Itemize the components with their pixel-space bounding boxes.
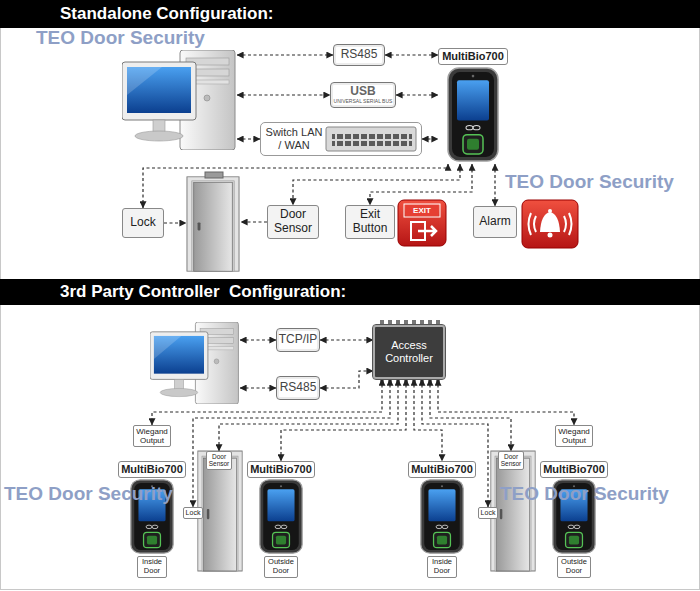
node-text: Inside Door <box>429 558 455 575</box>
node-text: Wiegand Output <box>135 427 169 445</box>
node-text: TCP/IP <box>279 333 318 347</box>
node-text: Door Sensor <box>270 208 316 236</box>
door-sensor-part <box>205 172 223 178</box>
node-text: MultiBio700 <box>540 461 608 478</box>
exit-sign-text: EXIT <box>406 205 438 216</box>
wiegand-output-box: Wiegand Output <box>555 425 593 447</box>
wiegand-output-box: Wiegand Output <box>133 425 171 447</box>
node-text: Outside Door <box>559 558 589 575</box>
location-tag: Inside Door <box>137 556 167 578</box>
node-text: MultiBio700 <box>408 461 476 478</box>
wiring-connector <box>430 379 511 451</box>
watermark: TEO Door Security <box>4 484 173 505</box>
node-text: UNIVERSAL SERIAL BUS <box>334 99 393 105</box>
biometric-terminal: MultiBio700 <box>247 461 315 555</box>
location-tag: Outside Door <box>264 556 298 578</box>
computer-wires <box>240 340 276 388</box>
node-text: Switch LAN / WAN <box>264 126 324 151</box>
node-text: Door Sensor <box>208 453 230 468</box>
section-band: Standalone Configuration: <box>0 0 700 28</box>
node-text: RS485 <box>341 48 378 62</box>
wiring-connector <box>370 164 472 205</box>
node-text: Access Controller <box>377 339 441 364</box>
interface-box: RS485 <box>276 376 320 400</box>
io-box: Lock <box>122 208 164 238</box>
usb-interface-box: USBUNIVERSAL SERIAL BUS <box>330 82 396 108</box>
door-sensor-box: Door Sensor <box>206 451 232 470</box>
interface-box: RS485 <box>333 44 385 66</box>
computer <box>122 50 235 150</box>
watermark: TEO Door Security <box>505 172 674 193</box>
alarm-icon <box>522 200 578 248</box>
biometric-terminal: MultiBio700 <box>438 48 508 164</box>
node-text: Exit Button <box>348 208 392 236</box>
node-text: Alarm <box>479 215 510 229</box>
wiring-connector <box>293 164 460 205</box>
watermark: TEO Door Security <box>36 28 205 49</box>
node-text: Lock <box>186 509 201 517</box>
wiring-connector <box>320 371 373 388</box>
location-tag: Inside Door <box>427 556 457 578</box>
lock-box: Lock <box>478 507 498 519</box>
biometric-device <box>448 68 498 161</box>
node-text: USB <box>350 85 375 99</box>
biometric-device <box>260 480 302 553</box>
door <box>187 177 239 271</box>
wiring-connector <box>422 138 438 139</box>
node-text: 3rd Party Controller Configuration: <box>60 282 346 302</box>
biometric-terminal: MultiBio700 <box>118 461 186 555</box>
door <box>198 451 242 571</box>
node-text: MultiBio700 <box>438 48 508 65</box>
wiring-connector <box>494 164 495 206</box>
io-box: Exit Button <box>345 205 395 239</box>
interface-box: TCP/IP <box>276 328 320 352</box>
node-text: Wiegand Output <box>557 427 591 445</box>
exit-button-icon <box>398 200 446 246</box>
door-sensor-box: Door Sensor <box>498 451 524 470</box>
node-text: Lock <box>130 216 155 230</box>
node-text: MultiBio700 <box>247 461 315 478</box>
lock-box: Lock <box>183 507 203 519</box>
wiring-connector <box>438 379 574 425</box>
io-box: Alarm <box>473 206 517 238</box>
biometric-terminal: MultiBio700 <box>540 461 608 555</box>
watermark: TEO Door Security <box>500 484 669 505</box>
biometric-terminal: MultiBio700 <box>408 461 476 555</box>
node-text: Inside Door <box>139 558 165 575</box>
node-text: Outside Door <box>266 558 296 575</box>
section-band: 3rd Party Controller Configuration: <box>0 279 700 305</box>
node-text: MultiBio700 <box>118 461 186 478</box>
io-box: Door Sensor <box>267 205 319 239</box>
controller-box: Access Controller <box>373 325 445 379</box>
network-switch <box>326 127 416 151</box>
computer <box>150 322 238 404</box>
network-switch-box: Switch LAN / WAN <box>260 122 422 156</box>
location-tag: Outside Door <box>557 556 591 578</box>
node-text: Door Sensor <box>500 453 522 468</box>
wiring-connector <box>422 379 488 507</box>
node-text: Standalone Configuration: <box>60 4 273 24</box>
wiring-connector <box>320 339 373 340</box>
wiring-connector <box>385 54 438 55</box>
node-text: Lock <box>481 509 496 517</box>
wiring-connector <box>143 164 448 208</box>
wiring-connector <box>219 379 398 451</box>
wiring-connector <box>396 94 438 95</box>
node-text: RS485 <box>280 381 317 395</box>
biometric-device <box>421 480 463 553</box>
